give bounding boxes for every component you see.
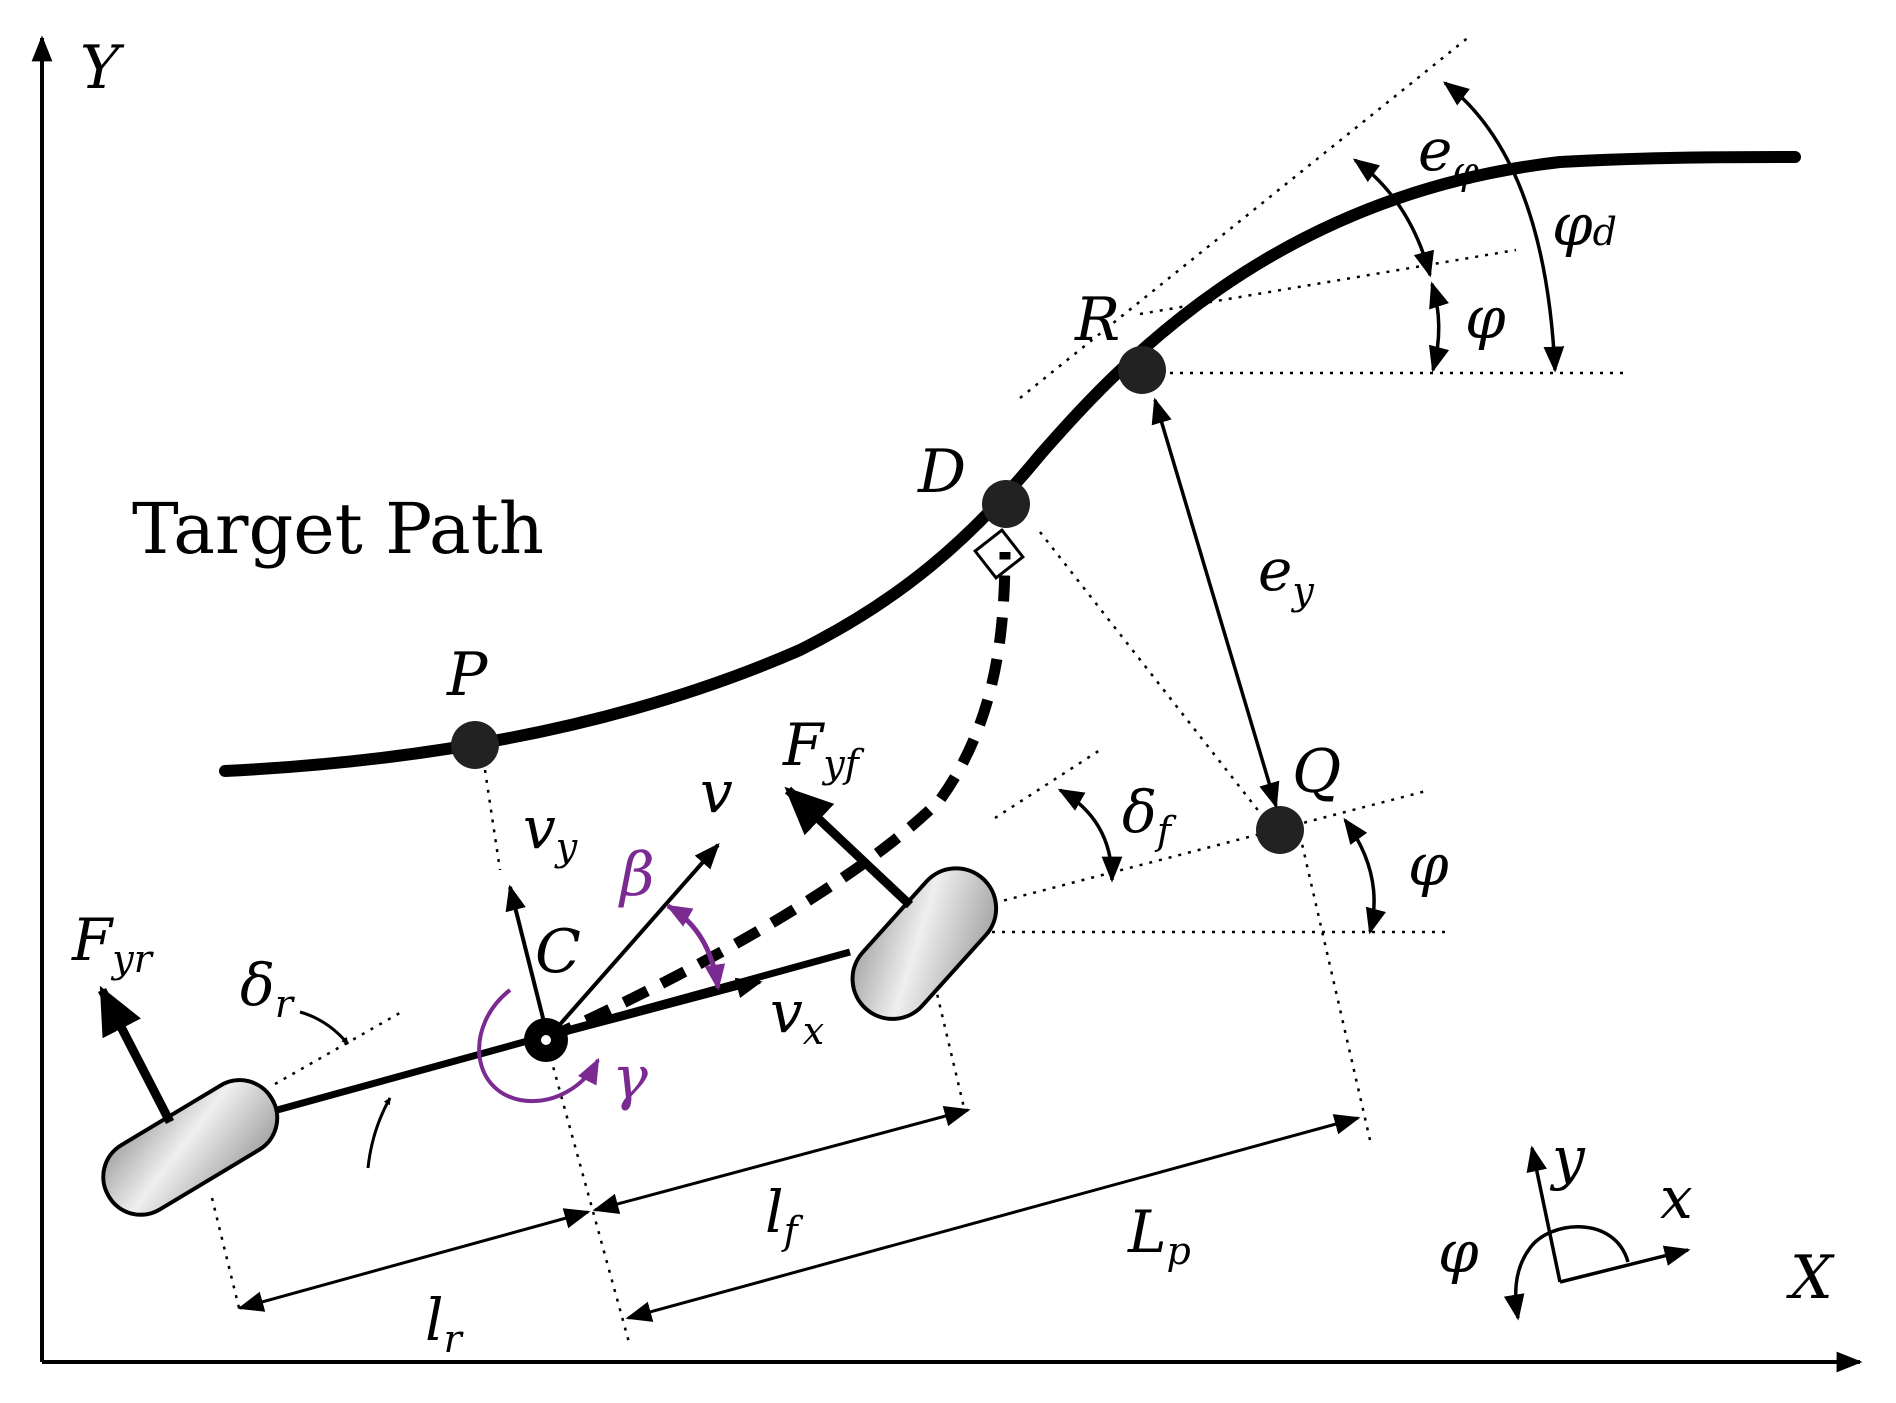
label-l-r: lr (425, 1286, 465, 1361)
label-beta: β (618, 840, 655, 910)
label-f-yr: Fyr (71, 906, 155, 981)
label-delta-f: δf (1122, 778, 1177, 853)
label-r: R (1074, 285, 1120, 355)
local-x-axis (1559, 1245, 1691, 1284)
target-path-curve (219, 151, 1801, 777)
phi-arc-at-Q (1343, 817, 1387, 935)
label-l-p: Lp (1127, 1198, 1191, 1273)
heading-line-at-R (1139, 248, 1517, 316)
gamma-yaw-arc (477, 988, 600, 1103)
axis-label-y: Y (80, 33, 125, 103)
drop-line-c-lower (546, 1047, 632, 1347)
label-phi-r: φ (1465, 284, 1506, 352)
fyr-force-arrow (97, 985, 175, 1125)
drop-line-p (483, 769, 502, 871)
front-wheel (850, 866, 999, 1021)
label-q: Q (1292, 737, 1341, 807)
lp-dimension (625, 1114, 1361, 1322)
point-q (1256, 806, 1304, 854)
label-l-f: lf (765, 1178, 804, 1253)
phi-d-arc (1442, 81, 1565, 373)
label-c: C (535, 917, 581, 987)
tangent-at-R (1019, 35, 1471, 399)
fyf-force-arrow (784, 786, 914, 909)
label-e-y: ey (1258, 536, 1314, 613)
phi-arc-at-R (1428, 281, 1450, 373)
label-phi-q: φ (1408, 831, 1449, 899)
e-phi-arc (1352, 158, 1435, 278)
vy-arrow (505, 884, 550, 1039)
label-d: D (917, 437, 966, 507)
drop-line-rear-axle (210, 1197, 242, 1313)
lr-dimension (237, 1208, 591, 1312)
drop-line-q (1298, 834, 1372, 1141)
beta-arc (665, 903, 726, 991)
label-delta-r: δr (240, 951, 296, 1026)
axis-label-x: X (1786, 1243, 1835, 1313)
label-local-x: x (1660, 1164, 1693, 1232)
delta-r-arrow-lower (366, 1097, 392, 1169)
rear-steer-line (274, 1008, 406, 1086)
vx-arrow (547, 977, 763, 1040)
target-path-label: Target Path (132, 488, 544, 570)
drop-line-front-axle (933, 984, 967, 1113)
delta-r-arrow (299, 1010, 350, 1045)
point-p (451, 721, 499, 769)
label-local-y: y (1549, 1124, 1586, 1192)
delta-f-arc (1057, 788, 1123, 883)
front-steer-line (994, 748, 1101, 820)
label-gamma: γ (612, 1043, 648, 1113)
v-arrow (546, 843, 720, 1040)
local-y-axis (1526, 1145, 1562, 1283)
point-c-center (541, 1035, 551, 1045)
label-phi-d: φd (1552, 191, 1617, 259)
local-phi-arc (1503, 1225, 1630, 1321)
label-p: P (446, 640, 489, 710)
label-v: v (700, 758, 733, 826)
label-local-phi: φ (1438, 1218, 1479, 1286)
heading-line-at-Q (974, 788, 1431, 910)
point-d (982, 480, 1030, 528)
point-r (1118, 346, 1166, 394)
label-v-x: vx (770, 978, 824, 1053)
label-e-phi: eφ (1418, 116, 1479, 193)
label-f-yf: Fyf (782, 711, 865, 786)
label-v-y: vy (523, 794, 578, 869)
right-angle-marker (973, 528, 1025, 580)
rear-wheel (101, 1078, 280, 1217)
ey-dimension (1151, 397, 1280, 809)
